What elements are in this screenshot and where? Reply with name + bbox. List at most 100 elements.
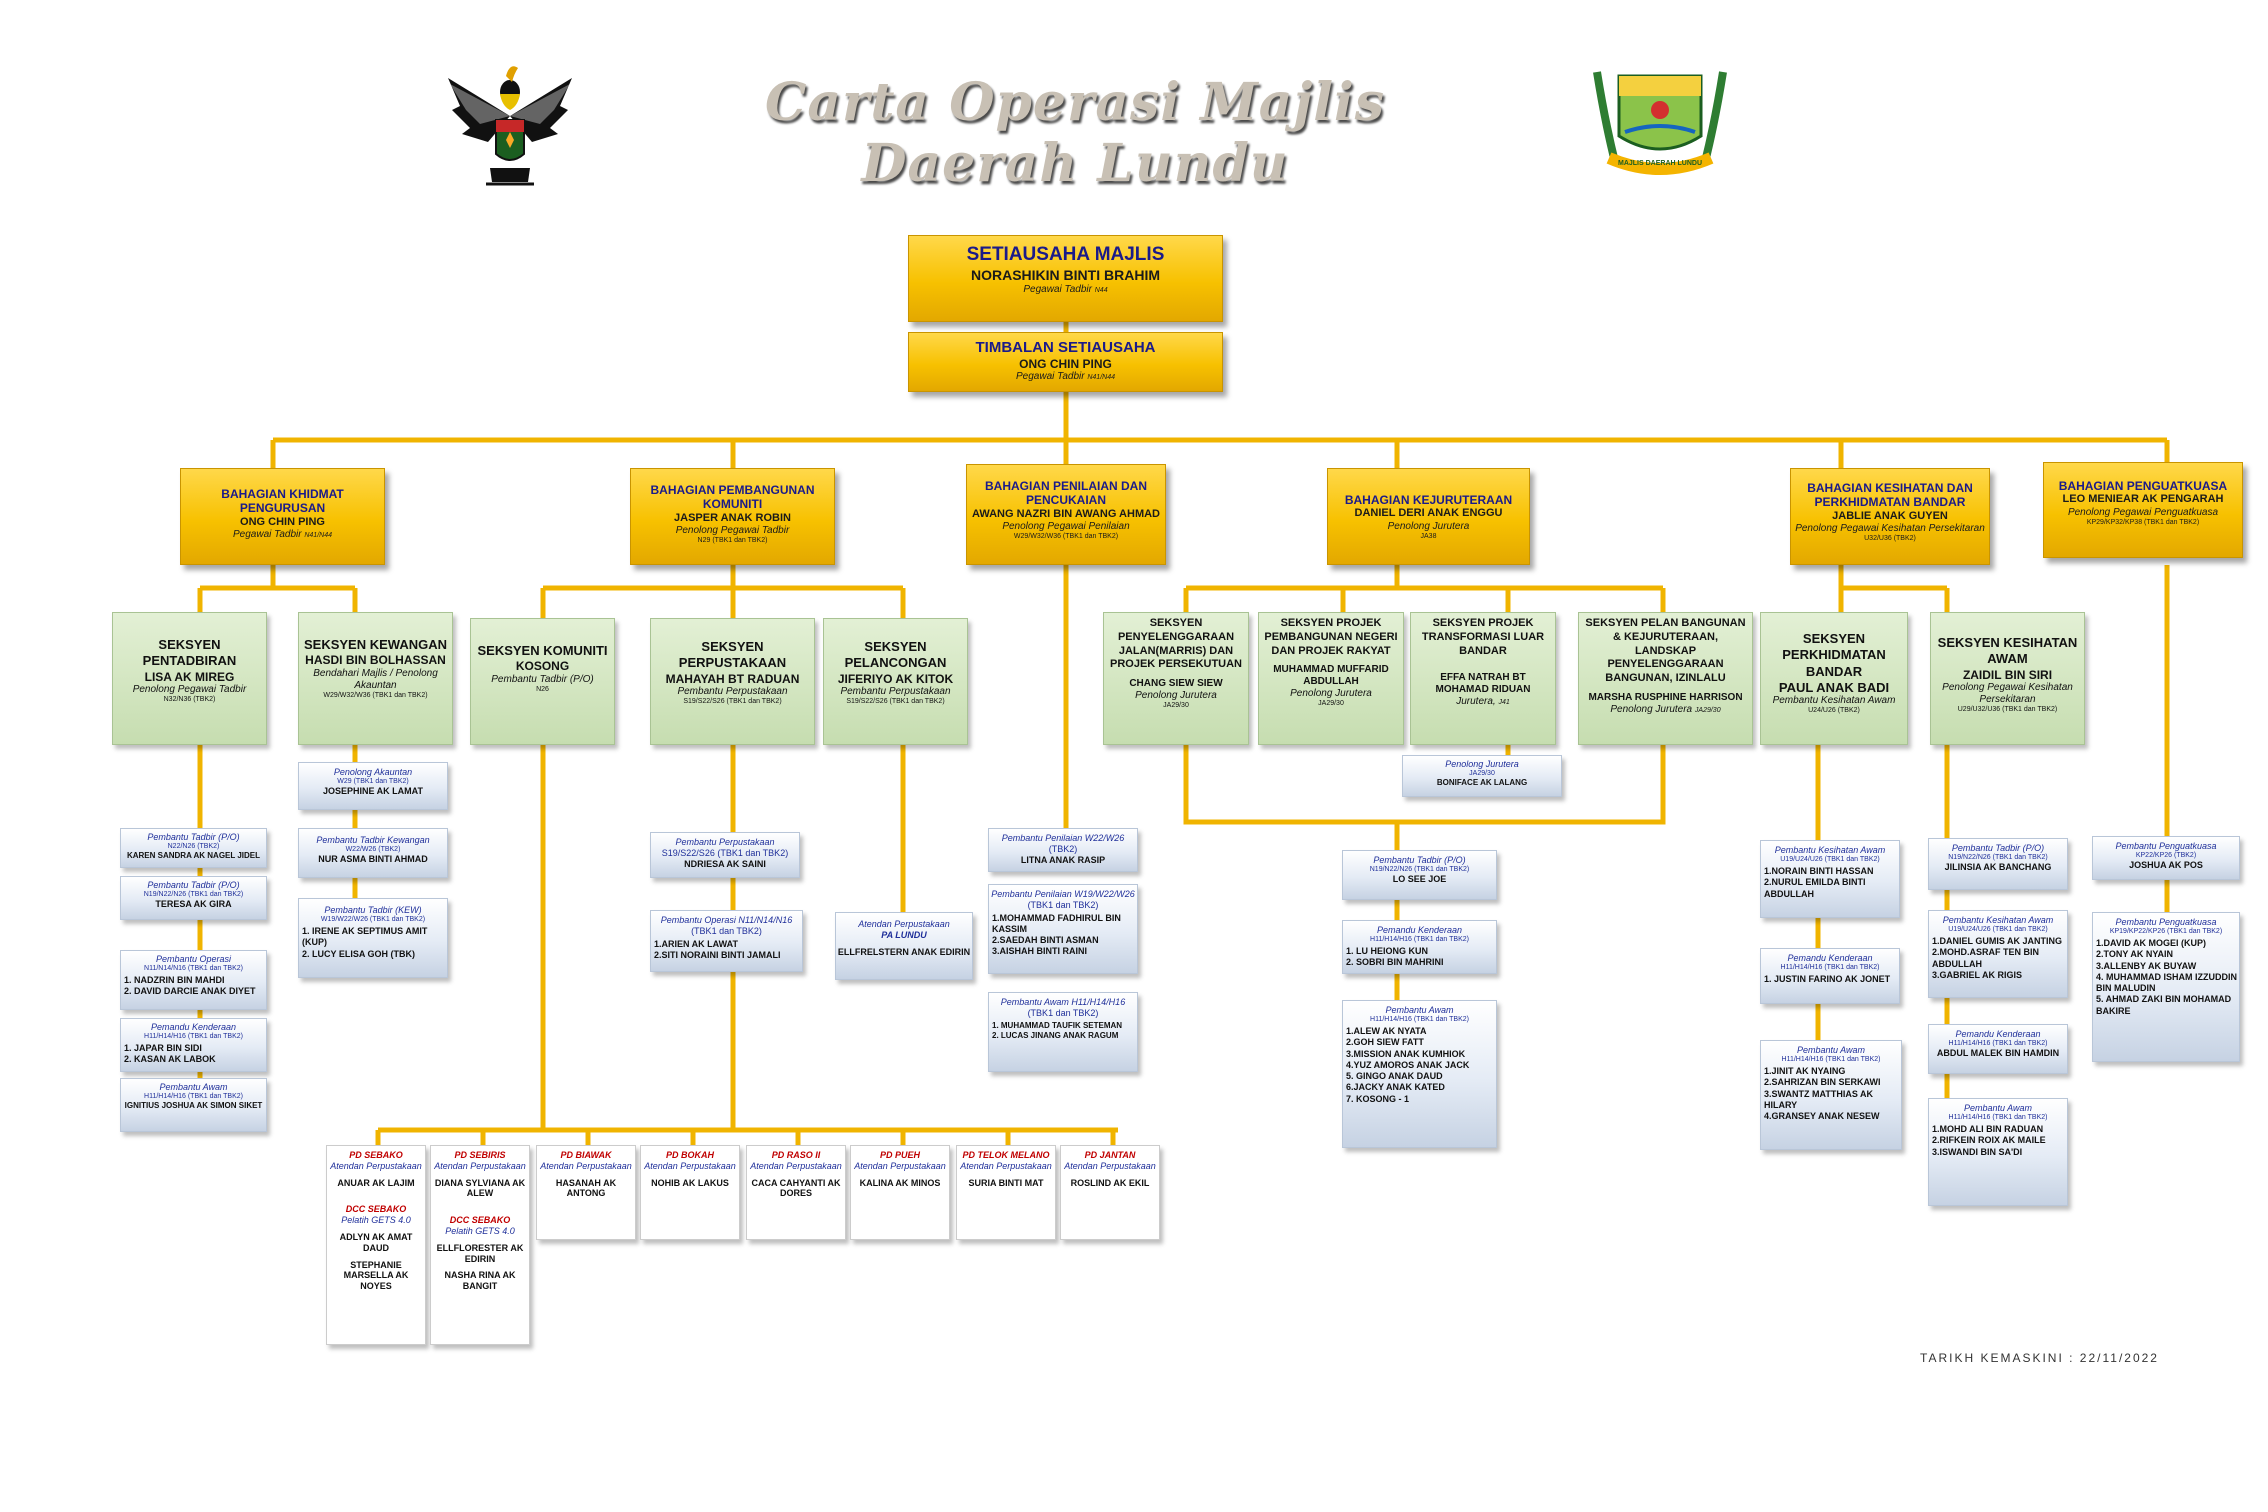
staff-name: 2.GOH SIEW FATT bbox=[1346, 1037, 1424, 1048]
box-role: Penolong Jurutera bbox=[1387, 520, 1470, 532]
staff-name: 3.AISHAH BINTI RAINI bbox=[992, 946, 1088, 957]
box-name: AWANG NAZRI BIN AWANG AHMAD bbox=[971, 507, 1160, 520]
staff-box: Pembantu Penguatkuasa KP19/KP22/KP26 (TB… bbox=[2092, 912, 2240, 1062]
library-box-pd-bokah: PD BOKAH Atendan Perpustakaan NOHIB AK L… bbox=[640, 1145, 740, 1240]
staff-name-list: 1. IRENE AK SEPTIMUS AMIT (KUP)2. LUCY E… bbox=[299, 926, 447, 960]
staff-name: JOSHUA AK POS bbox=[2129, 860, 2203, 871]
staff-role: Pembantu Penguatkuasa bbox=[2115, 841, 2217, 851]
staff-grade: KP22/KP26 (TBK2) bbox=[2135, 851, 2197, 859]
library-place: PD BIAWAK bbox=[560, 1150, 612, 1160]
staff-name: 5. GINGO ANAK DAUD bbox=[1346, 1071, 1443, 1082]
box-title: SEKSYEN PENTADBIRAN bbox=[142, 637, 237, 669]
library-staff-name: DIANA SYLVIANA AK ALEW bbox=[434, 1177, 526, 1199]
box-name: NORASHIKIN BINTI BRAHIM bbox=[971, 266, 1160, 283]
staff-role: Pembantu Awam bbox=[1796, 1045, 1866, 1055]
library-place: PD SEBIRIS bbox=[454, 1150, 506, 1160]
staff-name: 2.MOHD.ASRAF TEN BIN ABDULLAH bbox=[1932, 947, 2040, 969]
staff-box: Pembantu Tadbir (P/O) N19/N22/N26 (TBK1 … bbox=[1928, 838, 2068, 890]
staff-name: 2. DAVID DARCIE ANAK DIYET bbox=[124, 986, 256, 997]
staff-name: 2. KASAN AK LABOK bbox=[124, 1054, 216, 1065]
staff-name: NUR ASMA BINTI AHMAD bbox=[318, 854, 428, 865]
library-role: Pelatih GETS 4.0 bbox=[445, 1225, 515, 1236]
staff-box: Pembantu Tadbir (P/O) N22/N26 (TBK2) KAR… bbox=[120, 828, 267, 868]
box-role: Pegawai Tadbir N44 bbox=[1023, 283, 1108, 295]
chart-title: Carta Operasi Majlis Daerah Lundu bbox=[764, 72, 1386, 194]
staff-name: 1.MOHD ALI BIN RADUAN bbox=[1932, 1124, 2044, 1135]
library-staff-name: ELLFLORESTER AK EDIRIN bbox=[436, 1242, 524, 1264]
staff-grade: N22/N26 (TBK2) bbox=[167, 842, 220, 850]
staff-box: Pembantu Tadbir (KEW) W19/W22/W26 (TBK1 … bbox=[298, 898, 448, 978]
staff-role: Pembantu Tadbir (P/O) bbox=[1951, 843, 2045, 853]
box-name: HASDI BIN BOLHASSAN bbox=[305, 653, 446, 668]
staff-grade: (TBK1 dan TBK2) bbox=[691, 925, 762, 936]
staff-role: Penolong Jurutera bbox=[1445, 759, 1519, 769]
library-box-pd-sebiris: PD SEBIRIS Atendan Perpustakaan DIANA SY… bbox=[430, 1145, 530, 1345]
library-role: Atendan Perpustakaan bbox=[330, 1160, 422, 1171]
staff-role: Pembantu Tadbir (KEW) bbox=[324, 905, 422, 915]
staff-name: 1.JINIT AK NYAING bbox=[1764, 1066, 1846, 1077]
staff-name: 1. JAPAR BIN SIDI bbox=[124, 1043, 202, 1054]
staff-name: 3.SWANTZ MATTHIAS AK HILARY bbox=[1764, 1088, 1873, 1110]
staff-role: Pembantu Penguatkuasa bbox=[2115, 917, 2217, 927]
library-place: PD RASO II bbox=[771, 1150, 821, 1160]
staff-role: Pembantu Perpustakaan bbox=[675, 837, 775, 847]
box-name: LEO MENIEAR AK PENGARAH bbox=[2062, 493, 2224, 506]
staff-box: Pemandu Kenderaan H11/H14/H16 (TBK1 dan … bbox=[120, 1018, 267, 1072]
box-role: Pegawai Tadbir N41/N44 bbox=[233, 528, 332, 540]
staff-name: JILINSIA AK BANCHANG bbox=[1944, 862, 2052, 873]
library-box-pd-telok-melano: PD TELOK MELANO Atendan Perpustakaan SUR… bbox=[956, 1145, 1056, 1240]
library-staff-name: CACA CAHYANTI AK DORES bbox=[751, 1177, 841, 1199]
staff-name: JOSEPHINE AK LAMAT bbox=[322, 786, 423, 797]
staff-name: 1. IRENE AK SEPTIMUS AMIT (KUP) bbox=[302, 926, 428, 948]
box-title: BAHAGIAN PEMBANGUNAN KOMUNITI bbox=[650, 483, 815, 512]
staff-box: Pembantu Tadbir (P/O) N19/N22/N26 (TBK1 … bbox=[1342, 850, 1497, 900]
box-title: SEKSYEN PERKHIDMATAN BANDAR bbox=[1782, 631, 1886, 679]
staff-role: Pembantu Penilaian W19/W22/W26 bbox=[991, 889, 1135, 899]
staff-name: 3.ISWANDI BIN SA'DI bbox=[1932, 1146, 2023, 1157]
staff-grade: H11/H14/H16 (TBK1 dan TBK2) bbox=[144, 1092, 243, 1100]
box-role: Pegawai Tadbir N41/N44 bbox=[1016, 371, 1115, 383]
box-title: SETIAUSAHA MAJLIS bbox=[966, 244, 1165, 265]
staff-name: ABDUL MALEK BIN HAMDIN bbox=[1936, 1048, 2060, 1059]
box-title: SEKSYEN KESIHATAN AWAM bbox=[1937, 635, 2078, 667]
staff-name: BONIFACE AK LALANG bbox=[1436, 778, 1528, 788]
box-grade: U29/U32/U36 (TBK1 dan TBK2) bbox=[1957, 705, 2058, 713]
staff-role: Pembantu Kesihatan Awam bbox=[1942, 915, 2054, 925]
box-role: Pembantu Perpustakaan bbox=[840, 685, 951, 697]
box-grade: JA38 bbox=[1420, 532, 1437, 540]
staff-grade: PA LUNDU bbox=[881, 929, 927, 940]
box-grade: S19/S22/S26 (TBK1 dan TBK2) bbox=[846, 697, 945, 705]
box-title: SEKSYEN PELANCONGAN bbox=[844, 639, 947, 671]
box-role: Pembantu Perpustakaan bbox=[677, 685, 788, 697]
staff-box: Pemandu Kenderaan H11/H14/H16 (TBK1 dan … bbox=[1342, 920, 1497, 974]
box-grade: S19/S22/S26 (TBK1 dan TBK2) bbox=[683, 697, 782, 705]
bahagian-kesihatan-perkhidmatan-bandar-box: BAHAGIAN KESIHATAN DAN PERKHIDMATAN BAND… bbox=[1790, 468, 1990, 565]
box-name: ONG CHIN PING bbox=[240, 515, 325, 528]
staff-box: Pembantu Kesihatan Awam U19/U24/U26 (TBK… bbox=[1928, 910, 2068, 998]
box-role: Penolong Jurutera bbox=[1135, 690, 1217, 701]
staff-role: Pemandu Kenderaan bbox=[1376, 925, 1463, 935]
staff-box: Penolong Jurutera JA29/30 BONIFACE AK LA… bbox=[1402, 755, 1562, 797]
staff-role: Pembantu Operasi N11/N14/N16 bbox=[660, 915, 793, 925]
box-grade: JA29/30 bbox=[1163, 702, 1189, 709]
library-place: PD TELOK MELANO bbox=[962, 1150, 1050, 1160]
staff-grade: W29 (TBK1 dan TBK2) bbox=[337, 777, 409, 785]
staff-box: Pembantu Tadbir Kewangan W22/W26 (TBK2) … bbox=[298, 828, 448, 878]
box-role: Penolong Pegawai Penguatkuasa bbox=[2067, 506, 2219, 518]
bahagian-khidmat-pengurusan-box: BAHAGIAN KHIDMAT PENGURUSAN ONG CHIN PIN… bbox=[180, 468, 385, 565]
staff-grade: W19/W22/W26 (TBK1 dan TBK2) bbox=[320, 915, 426, 923]
library-staff-name: ADLYN AK AMAT DAUD bbox=[339, 1231, 413, 1253]
staff-name: 5. AHMAD ZAKI BIN MOHAMAD BAKIRE bbox=[2096, 994, 2232, 1016]
staff-box: Atendan Perpustakaan PA LUNDU ELLFRELSTE… bbox=[835, 912, 973, 980]
staff-box: Penolong Akauntan W29 (TBK1 dan TBK2) JO… bbox=[298, 762, 448, 810]
staff-box: Pemandu Kenderaan H11/H14/H16 (TBK1 dan … bbox=[1928, 1024, 2068, 1074]
seksyen-kewangan-box: SEKSYEN KEWANGAN HASDI BIN BOLHASSAN Ben… bbox=[298, 612, 453, 745]
staff-box: Pembantu Awam H11/H14/H16 (TBK1 dan TBK2… bbox=[1342, 1000, 1497, 1148]
library-box-pd-biawak: PD BIAWAK Atendan Perpustakaan HASANAH A… bbox=[536, 1145, 636, 1240]
box-role: Pembantu Kesihatan Awam bbox=[1772, 695, 1896, 707]
staff-role: Atendan Perpustakaan bbox=[858, 919, 950, 929]
box-title: BAHAGIAN KESIHATAN DAN PERKHIDMATAN BAND… bbox=[1807, 481, 1973, 510]
